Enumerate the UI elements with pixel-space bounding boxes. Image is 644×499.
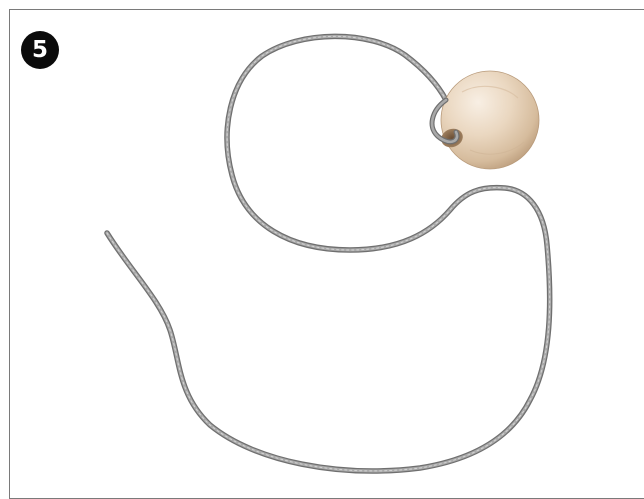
wooden-bead [439, 71, 539, 169]
